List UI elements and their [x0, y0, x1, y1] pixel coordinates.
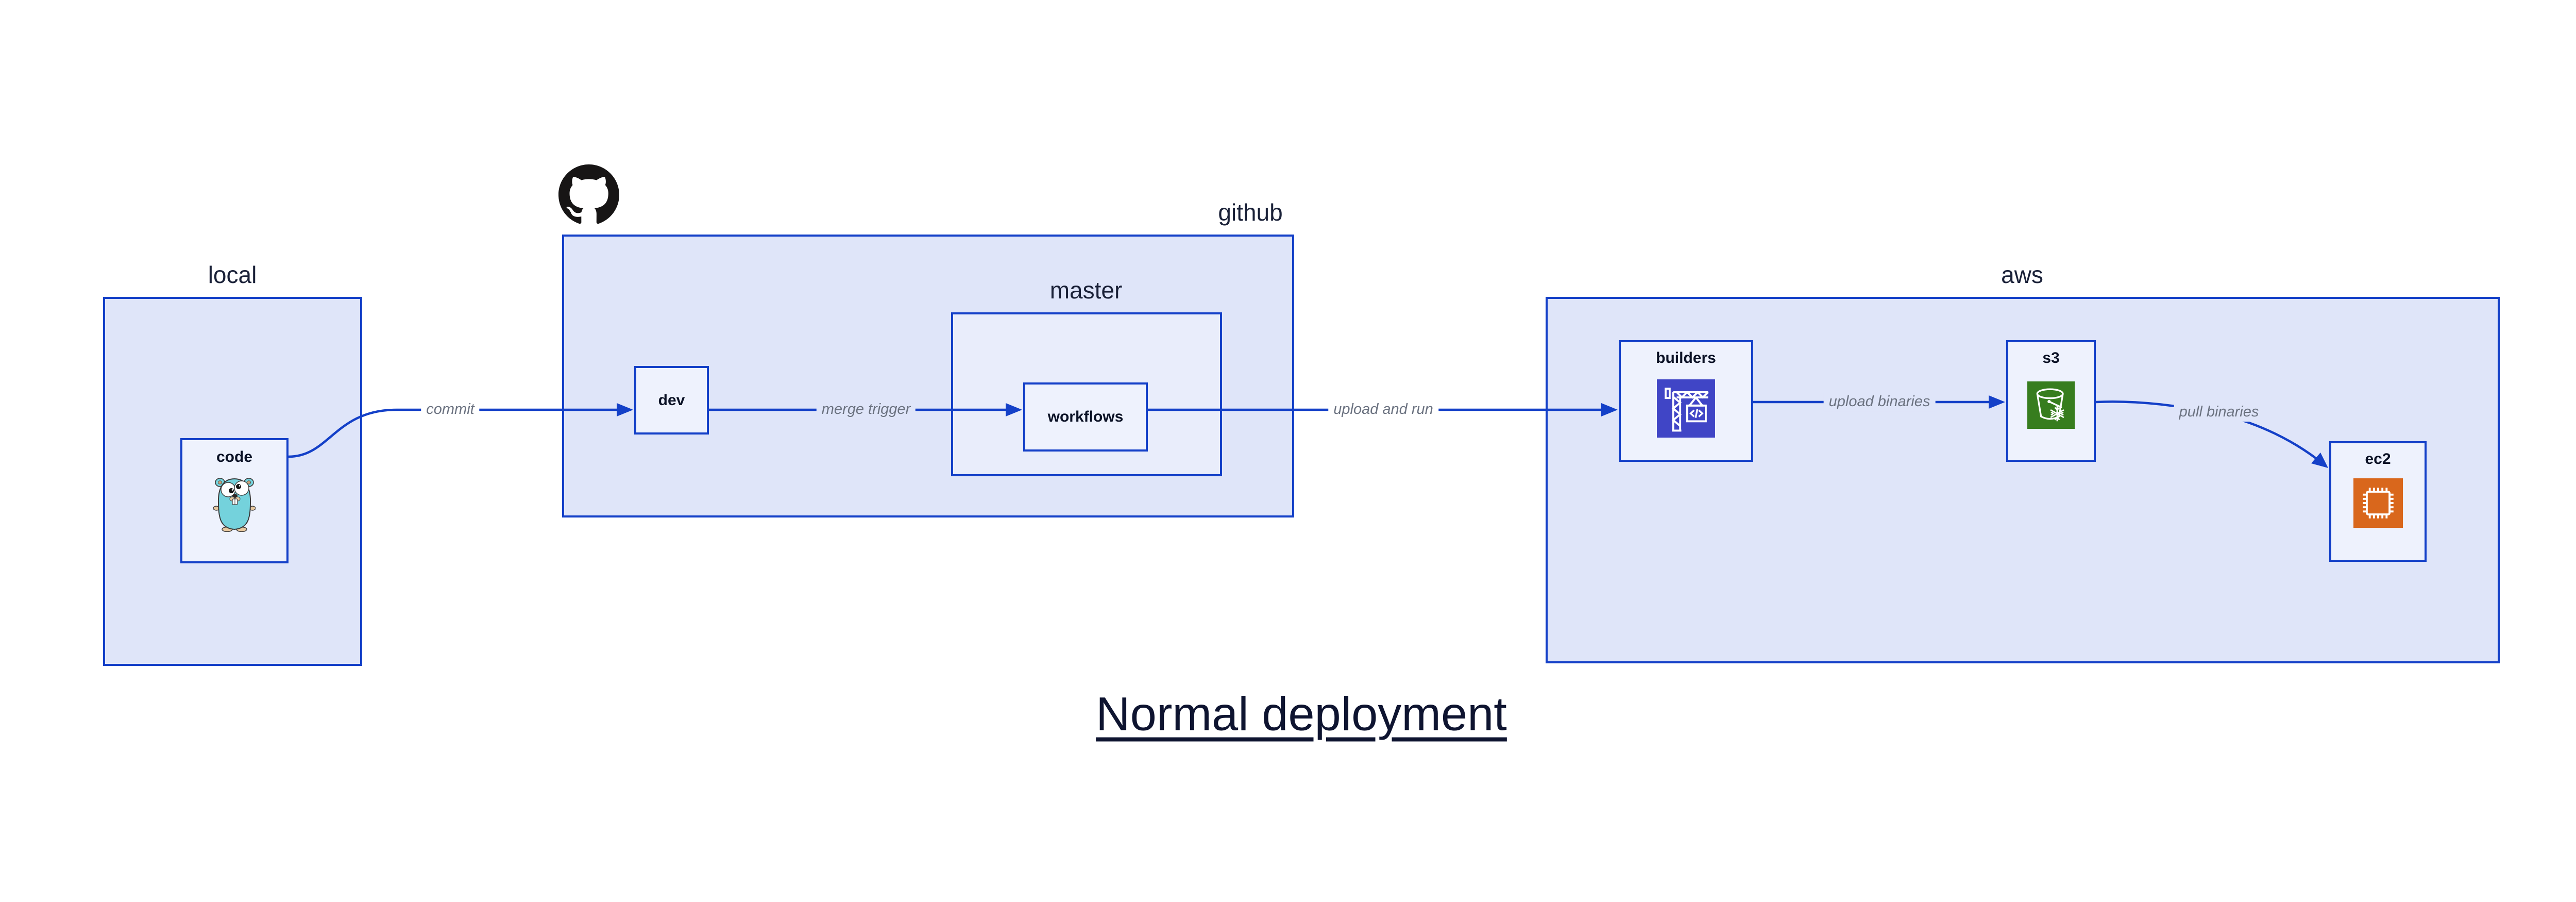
node-s3-label: s3: [2042, 349, 2060, 366]
node-ec2: ec2: [2329, 441, 2427, 562]
edge-label-upload-and-run: upload and run: [1328, 400, 1438, 419]
node-ec2-label: ec2: [2365, 450, 2391, 467]
aws-ec2-chip-icon: [2353, 478, 2403, 528]
container-github-label: github: [1218, 199, 1283, 226]
aws-s3-glacier-icon: [2027, 381, 2075, 429]
edge-label-pull-binaries: pull binaries: [2174, 403, 2264, 422]
node-code: code: [180, 438, 289, 563]
edge-label-commit: commit: [421, 400, 480, 419]
node-builders: builders: [1619, 340, 1753, 462]
go-gopher-icon: [213, 478, 256, 532]
node-dev-label: dev: [658, 391, 685, 409]
container-local-label: local: [208, 261, 257, 288]
node-s3: s3: [2006, 340, 2096, 462]
node-dev: dev: [634, 366, 709, 435]
container-master-label: master: [1049, 277, 1123, 304]
edge-label-merge-trigger: merge trigger: [816, 400, 916, 419]
aws-codebuild-icon: [1657, 379, 1715, 438]
container-aws-label: aws: [2001, 261, 2043, 288]
node-workflows: workflows: [1023, 382, 1148, 452]
edge-label-upload-binaries: upload binaries: [1823, 393, 1936, 411]
github-octocat-icon: [558, 164, 619, 225]
node-code-label: code: [216, 448, 253, 465]
node-builders-label: builders: [1656, 349, 1716, 366]
node-workflows-label: workflows: [1047, 408, 1124, 425]
diagram-title: Normal deployment: [1096, 688, 1507, 741]
